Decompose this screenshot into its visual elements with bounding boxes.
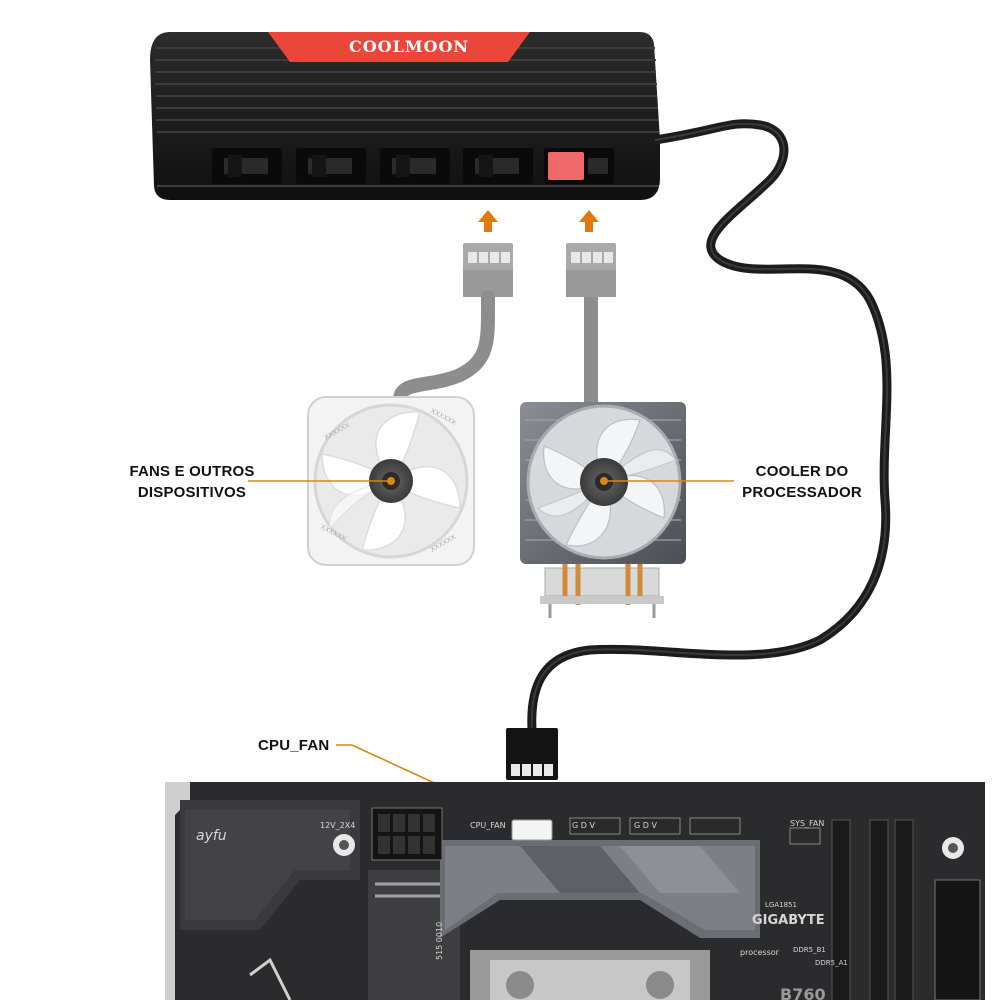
fan-hub: COOLMOON — [150, 32, 660, 200]
fans-leader-dot — [387, 477, 395, 485]
hub-port-2[interactable] — [296, 148, 366, 184]
mb-label-sys-fan: SYS_FAN — [790, 819, 824, 828]
arrow-up-cooler — [579, 210, 599, 232]
motherboard-silkscreen: 12V_2X4 CPU_FAN G D V G D V SYS_FAN GIGA… — [196, 819, 848, 1000]
hub-port-1[interactable] — [212, 148, 282, 184]
mb-label-logo: ayfu — [196, 828, 227, 844]
mb-label-fan-a: G D V — [572, 821, 595, 830]
mb-label-power: 12V_2X4 — [320, 821, 355, 830]
mb-label-processor: processor — [740, 948, 780, 957]
mb-label-model: B760 — [780, 985, 826, 1000]
cooler-label-line-2: PROCESSADOR — [742, 484, 862, 501]
fan-connector-4pin — [463, 243, 513, 297]
hub-port-4[interactable] — [463, 148, 533, 184]
cpu-cooler — [520, 402, 686, 618]
mb-label-fan-b: G D V — [634, 821, 657, 830]
fans-label-line-2: DISPOSITIVOS — [137, 484, 247, 501]
mb-label-cpu-fan: CPU_FAN — [470, 821, 506, 830]
mb-label-dimm-a1: DDR5_A1 — [815, 959, 848, 967]
fans-label: FANS E OUTROS DISPOSITIVOS — [112, 461, 272, 503]
mb-label-serial: 515 0010 — [435, 922, 444, 960]
mb-label-chip: LGA1851 — [765, 901, 797, 909]
cpu-fan-header[interactable] — [511, 819, 553, 841]
cpu-fan-plug — [506, 728, 558, 780]
motherboard — [165, 782, 985, 1000]
cooler-leader-dot — [600, 477, 608, 485]
arrow-up-fans — [478, 210, 498, 232]
cooler-label: COOLER DO PROCESSADOR — [732, 461, 872, 503]
hub-port-cpu[interactable] — [544, 148, 614, 184]
cooler-connector-4pin — [566, 243, 616, 297]
mb-label-dimm-b1: DDR5_B1 — [793, 946, 826, 954]
hub-cable-highlight — [530, 122, 888, 731]
fan-cable — [393, 290, 496, 407]
fans-label-line-1: FANS E OUTROS — [129, 463, 255, 480]
brand-logo-text: COOLMOON — [349, 37, 469, 56]
cpu-fan-label: CPU_FAN — [258, 737, 330, 754]
cooler-label-line-1: COOLER DO — [755, 463, 849, 480]
brand-badge — [268, 32, 530, 62]
hub-port-3[interactable] — [380, 148, 450, 184]
mb-label-brand: GIGABYTE — [752, 913, 825, 928]
